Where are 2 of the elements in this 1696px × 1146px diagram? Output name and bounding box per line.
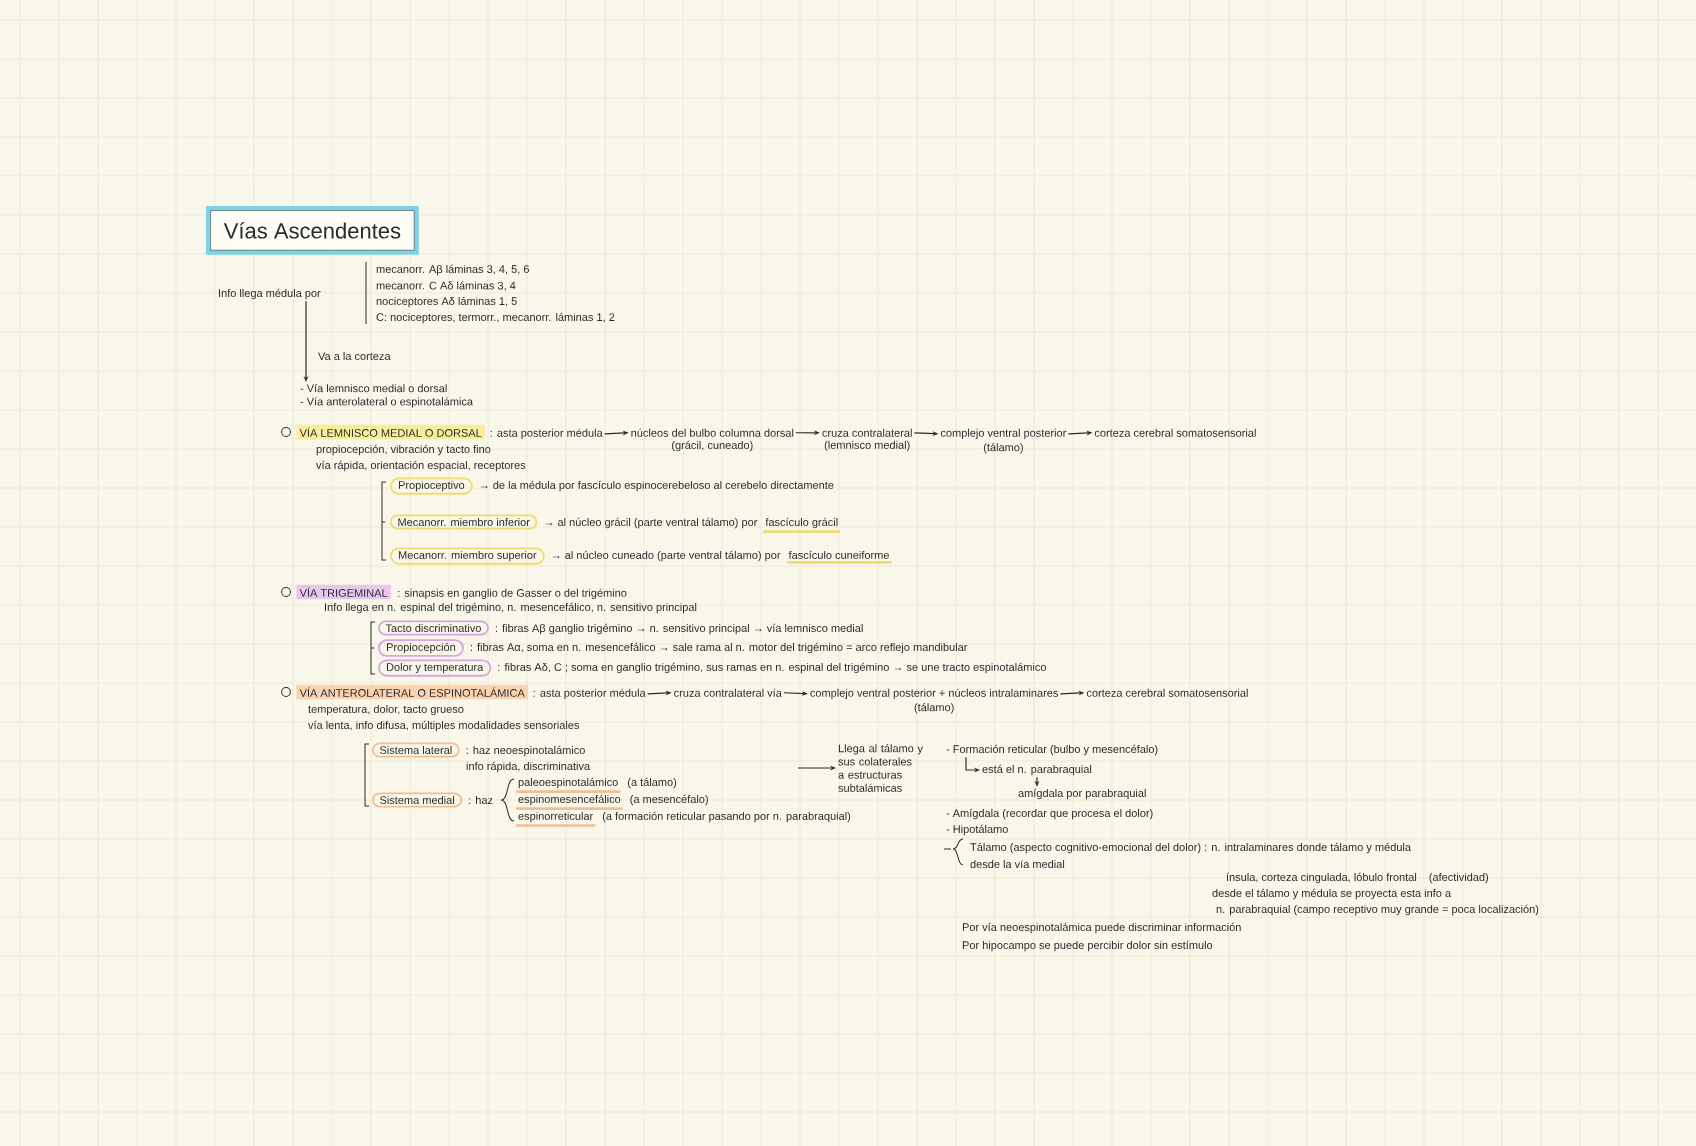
title-box: Vías Ascendentes <box>206 206 419 255</box>
arrow <box>783 691 808 696</box>
